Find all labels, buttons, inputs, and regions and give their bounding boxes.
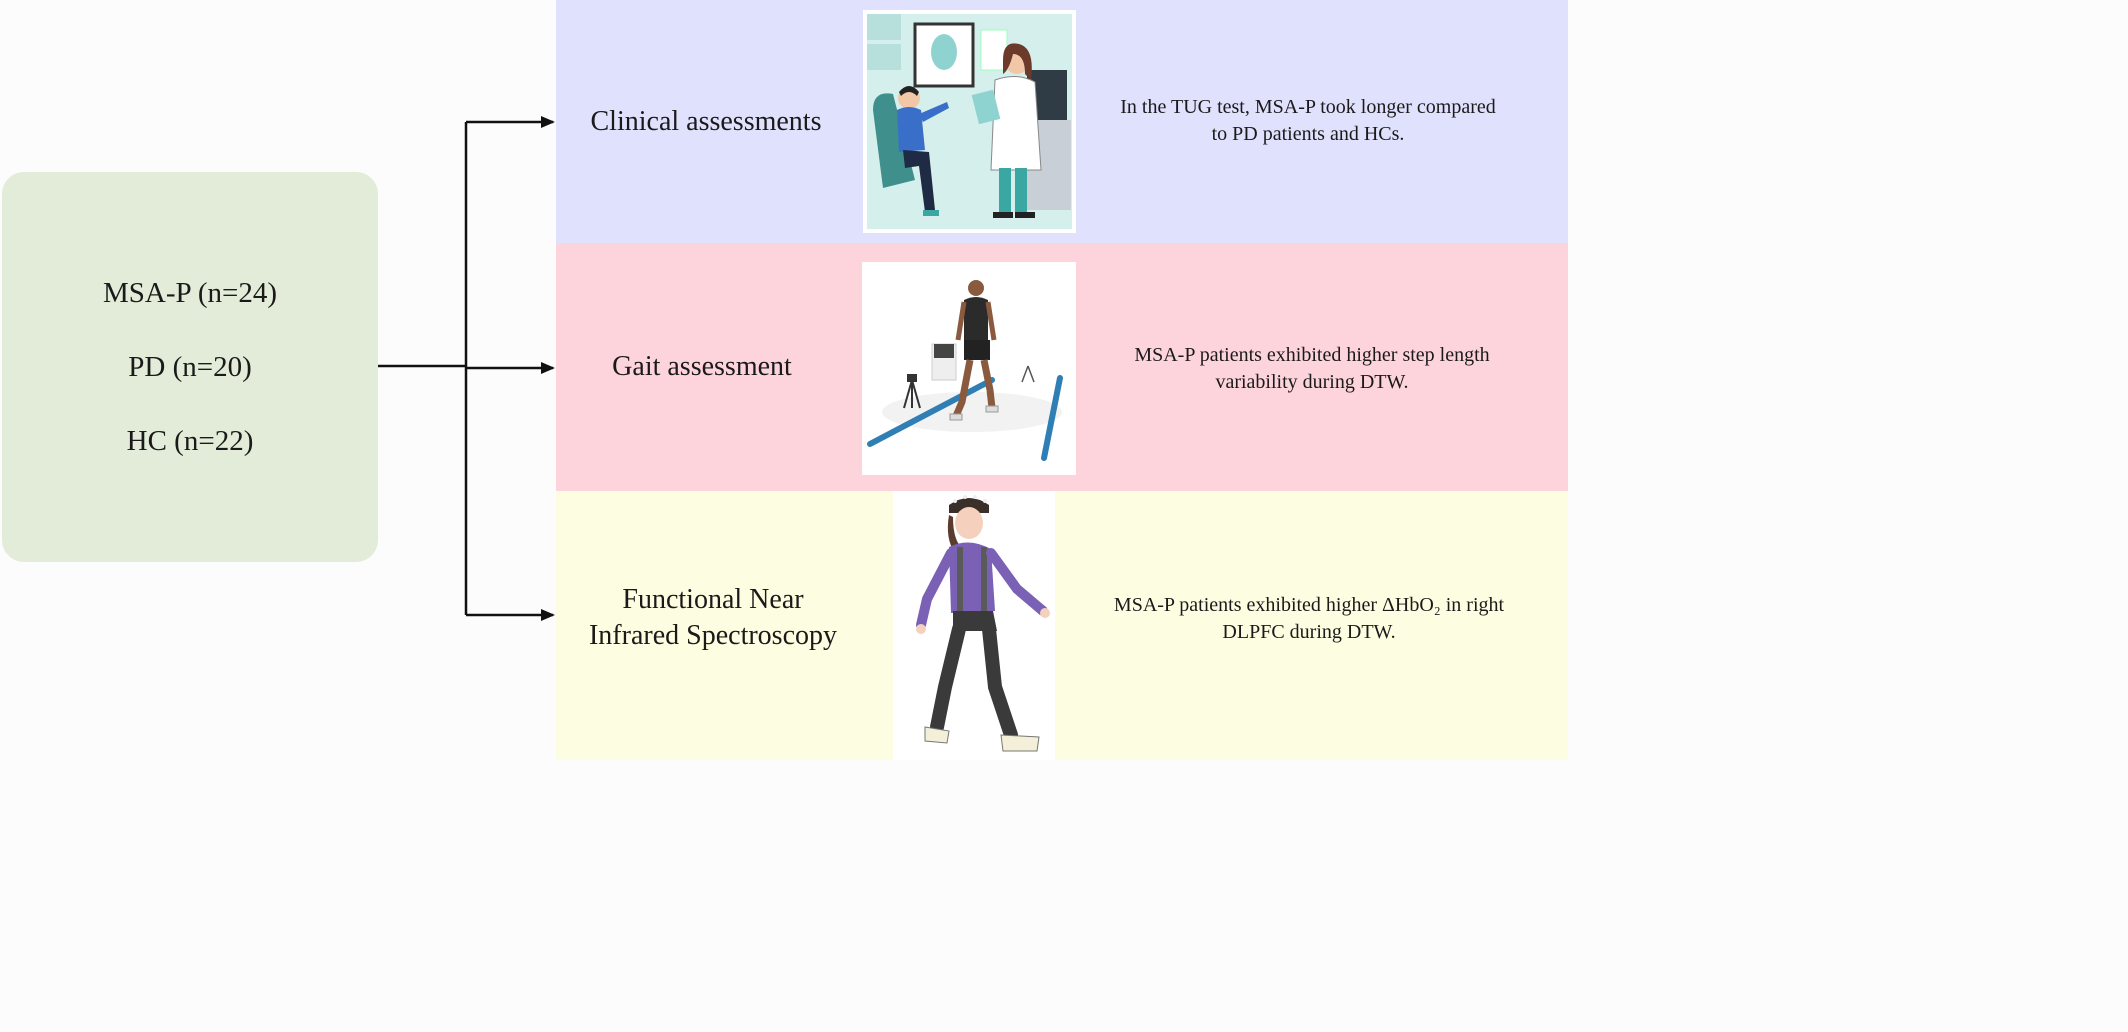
clinical-title: Clinical assessments bbox=[590, 106, 822, 137]
clinical-finding: In the TUG test, MSA-P took longer compa… bbox=[1078, 94, 1538, 148]
fnirs-title: Functional Near Infrared Spectroscopy bbox=[560, 582, 866, 654]
group-msa-p: MSA-P (n=24) bbox=[103, 277, 277, 309]
fnirs-band bbox=[556, 491, 1568, 760]
group-hc: HC (n=22) bbox=[126, 425, 254, 457]
fnirs-finding: MSA-P patients exhibited higher ΔHbO₂ in… bbox=[1066, 592, 1552, 646]
flow-arrows bbox=[378, 116, 555, 621]
gait-title: Gait assessment bbox=[612, 351, 792, 382]
clinical-consultation-illustration bbox=[863, 10, 1076, 233]
fnirs-finding-line2: DLPFC during DTW. bbox=[1222, 621, 1396, 643]
gait-finding-line1: MSA-P patients exhibited higher step len… bbox=[1134, 344, 1490, 366]
gait-finding-line2: variability during DTW. bbox=[1215, 371, 1409, 393]
fnirs-finding-line1: MSA-P patients exhibited higher ΔHbO₂ in… bbox=[1113, 594, 1505, 616]
fnirs-title-line1: Functional Near bbox=[622, 584, 804, 615]
clinical-finding-line2: to PD patients and HCs. bbox=[1211, 123, 1405, 145]
gait-walkway-illustration bbox=[862, 262, 1076, 475]
group-pd: PD (n=20) bbox=[128, 351, 252, 383]
gait-finding: MSA-P patients exhibited higher step len… bbox=[1082, 342, 1542, 396]
participant-groups-box: MSA-P (n=24) PD (n=20) HC (n=22) bbox=[2, 172, 378, 562]
fnirs-walker-illustration bbox=[893, 491, 1055, 760]
clinical-finding-line1: In the TUG test, MSA-P took longer compa… bbox=[1120, 96, 1496, 118]
fnirs-title-line2: Infrared Spectroscopy bbox=[588, 620, 837, 651]
